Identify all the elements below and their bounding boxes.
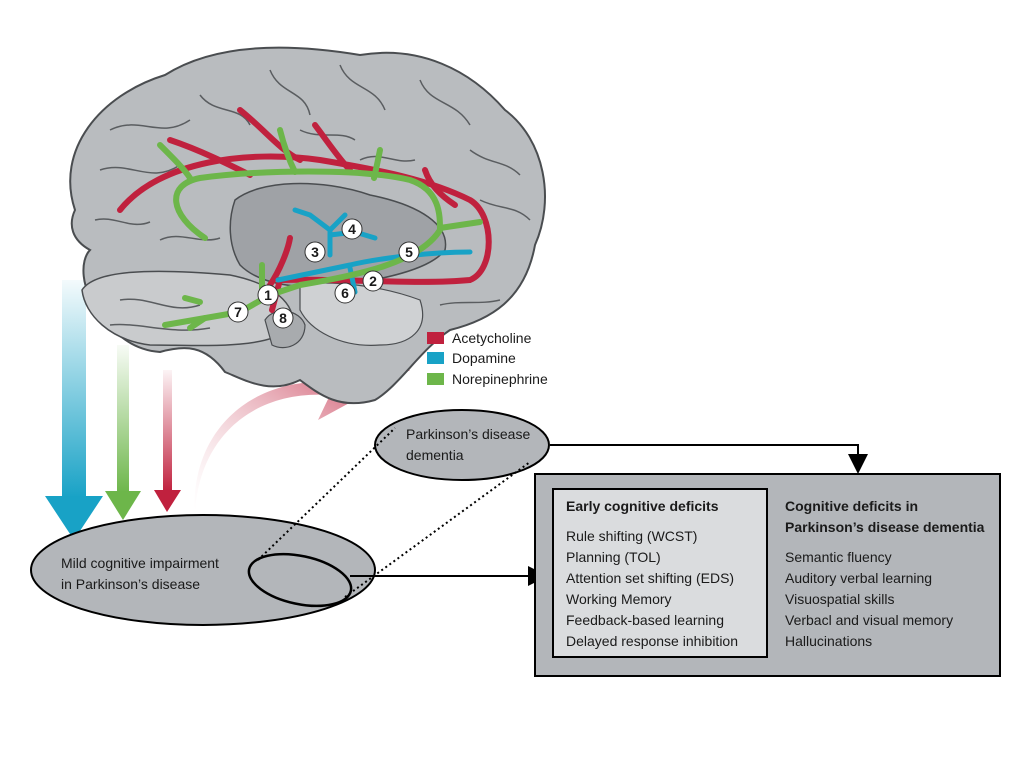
green-down-arrow xyxy=(105,345,141,520)
pdd-deficits-content: Cognitive deficits in Parkinson’s diseas… xyxy=(785,496,984,652)
early-deficits-content: Early cognitive deficits Rule shifting (… xyxy=(566,496,738,652)
norepinephrine-pathways xyxy=(157,127,483,331)
pathway-number: 8 xyxy=(279,310,287,326)
pdd-label-line1: Parkinson’s disease xyxy=(406,426,531,442)
pdd-label: Parkinson’s disease dementia xyxy=(406,424,530,466)
mci-label-line1: Mild cognitive impairment xyxy=(61,555,219,571)
early-deficits-title: Early cognitive deficits xyxy=(566,498,719,514)
pdd-ellipse xyxy=(374,409,550,481)
blue-down-arrow xyxy=(45,280,103,540)
pdd-deficits-title-line1: Cognitive deficits in xyxy=(785,498,919,514)
pathway-number-badge: 6 xyxy=(334,282,356,304)
pathway-number: 6 xyxy=(341,285,349,301)
list-item: Visuospatial skills xyxy=(785,591,895,607)
list-item: Delayed response inhibition xyxy=(566,633,738,649)
legend-label: Dopamine xyxy=(452,350,516,366)
mci-ellipse xyxy=(30,514,376,626)
acetylcholine-pathways xyxy=(117,107,492,313)
progression-curved-arrow xyxy=(194,365,410,515)
early-deficits-panel xyxy=(552,488,768,658)
acetylcholine-swatch xyxy=(427,332,444,344)
list-item: Verbacl and visual memory xyxy=(785,612,954,628)
norepinephrine-swatch xyxy=(427,373,444,385)
mci-label: Mild cognitive impairment in Parkinson’s… xyxy=(61,553,219,595)
pdd-to-panel-arrow xyxy=(550,444,868,474)
legend-label: Norepinephrine xyxy=(452,371,548,387)
pdd-label-line2: dementia xyxy=(406,447,464,463)
pathway-number-badges: 1 2 3 4 5 6 7 8 xyxy=(227,218,420,329)
dotted-connector-lower xyxy=(344,461,531,598)
mci-label-line2: in Parkinson’s disease xyxy=(61,576,201,592)
pathway-number: 2 xyxy=(369,273,377,289)
pathway-number-badge: 1 xyxy=(257,284,279,306)
list-item: Planning (TOL) xyxy=(566,549,661,565)
legend-item-acetylcholine: Acetycholine xyxy=(427,328,531,348)
pdd-deficits-list: Semantic fluency Auditory verbal learnin… xyxy=(785,547,984,652)
red-down-arrow xyxy=(154,370,181,512)
pathway-number: 1 xyxy=(264,287,272,303)
list-item: Semantic fluency xyxy=(785,549,892,565)
pdd-deficits-title-line2: Parkinson’s disease dementia xyxy=(785,519,985,535)
pathway-number-badge: 8 xyxy=(272,307,294,329)
legend-item-dopamine: Dopamine xyxy=(427,348,516,368)
pathway-number-badge: 3 xyxy=(304,241,326,263)
list-item: Feedback-based learning xyxy=(566,612,724,628)
pathway-number: 5 xyxy=(405,244,413,260)
list-item: Working Memory xyxy=(566,591,672,607)
pathway-number-badge: 5 xyxy=(398,241,420,263)
list-item: Hallucinations xyxy=(785,633,873,649)
list-item: Auditory verbal learning xyxy=(785,570,933,586)
pathway-number-badge: 4 xyxy=(341,218,363,240)
pathway-number-badge: 7 xyxy=(227,301,249,323)
dotted-connector-upper xyxy=(257,427,396,561)
mci-subset-ellipse xyxy=(247,552,353,608)
legend-label: Acetycholine xyxy=(452,330,532,346)
list-item: Rule shifting (WCST) xyxy=(566,528,698,544)
dopamine-swatch xyxy=(427,352,444,364)
pathway-number-badge: 2 xyxy=(362,270,384,292)
early-deficits-list: Rule shifting (WCST) Planning (TOL) Atte… xyxy=(566,526,738,652)
list-item: Attention set shifting (EDS) xyxy=(566,570,735,586)
legend-item-norepinephrine: Norepinephrine xyxy=(427,369,548,389)
pathway-number: 4 xyxy=(348,221,356,237)
pathway-number: 3 xyxy=(311,244,319,260)
pathway-number: 7 xyxy=(234,304,242,320)
